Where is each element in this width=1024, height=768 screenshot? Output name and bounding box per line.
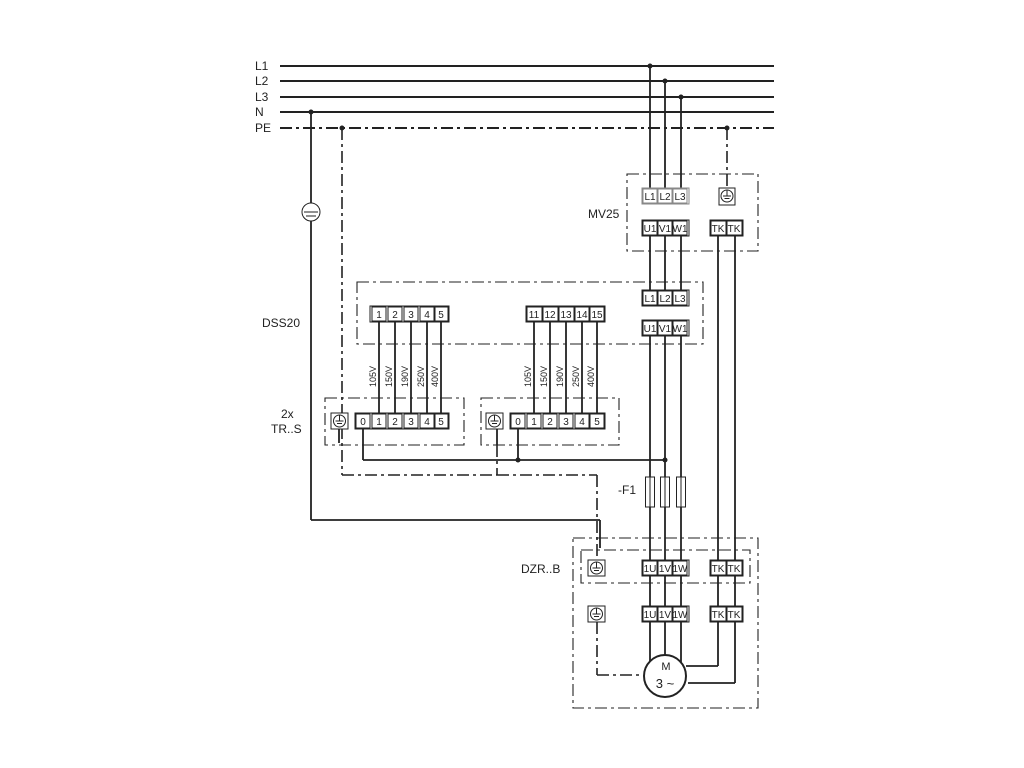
bus-label-l1: L1 bbox=[255, 59, 269, 73]
tr2-tap-3: 3 bbox=[563, 417, 569, 428]
dss20-terminal-3: 3 bbox=[408, 310, 414, 321]
voltage-label: 150V bbox=[539, 366, 549, 387]
motor-phase-label: 3 ~ bbox=[656, 676, 675, 691]
mv25-input-l2: L2 bbox=[659, 192, 671, 203]
tr1-tap-5: 5 bbox=[438, 417, 444, 428]
mv25-tk-1: TK bbox=[712, 224, 725, 235]
tr2-tap-2: 2 bbox=[547, 417, 553, 428]
bus-label-pe: PE bbox=[255, 121, 271, 135]
dss20-terminal-12: 12 bbox=[544, 310, 556, 321]
ground-icon bbox=[590, 607, 603, 621]
dss20-terminal-4: 4 bbox=[424, 310, 430, 321]
voltage-label: 105V bbox=[523, 366, 533, 387]
dss20-terminal-15: 15 bbox=[591, 310, 603, 321]
motor-icon: M 3 ~ bbox=[643, 654, 687, 698]
dzr-terminal-1w: 1W bbox=[673, 564, 689, 575]
dzr-motor-tk-2: TK bbox=[728, 610, 741, 621]
pe-wires bbox=[339, 125, 730, 560]
mv25-input-l1: L1 bbox=[644, 192, 656, 203]
tr1-tap-4: 4 bbox=[424, 417, 430, 428]
ground-icon bbox=[720, 189, 734, 203]
voltage-label: 150V bbox=[384, 366, 394, 387]
mv25-output-u1: U1 bbox=[644, 224, 657, 235]
transformer-label: TR..S bbox=[271, 422, 302, 436]
dzr-tk-1: TK bbox=[712, 564, 725, 575]
dzr-tk-2: TK bbox=[728, 564, 741, 575]
dzr-motor-terminal-1u: 1U bbox=[644, 610, 657, 621]
voltage-label: 105V bbox=[368, 366, 378, 387]
dss20-input-l2: L2 bbox=[659, 294, 671, 305]
mv25-unit: MV25 L1 L2 L3 U1 V1 W1 TK TK bbox=[588, 173, 759, 252]
mv25-output-v1: V1 bbox=[659, 224, 672, 235]
dss20-terminal-2: 2 bbox=[392, 310, 398, 321]
bus-lines: L1 L2 L3 N PE bbox=[255, 59, 774, 135]
dss20-input-l1: L1 bbox=[644, 294, 656, 305]
ground-icon bbox=[333, 414, 346, 428]
dzr-motor-tk-1: TK bbox=[712, 610, 725, 621]
tr2-tap-5: 5 bbox=[594, 417, 600, 428]
dzr-unit: DZR..B 1U 1V 1W TK TK 1 bbox=[521, 537, 759, 709]
bus-label-n: N bbox=[255, 105, 264, 119]
voltage-labels-group2: 105V 150V 190V 250V 400V bbox=[523, 366, 596, 387]
tr1-tap-0: 0 bbox=[360, 417, 366, 428]
fuses: -F1 bbox=[618, 476, 686, 508]
transformers: 2x TR..S 0 1 2 3 4 5 bbox=[271, 397, 668, 463]
tr1-tap-1: 1 bbox=[376, 417, 382, 428]
dzr-motor-terminal-1w: 1W bbox=[673, 610, 689, 621]
voltage-label: 190V bbox=[400, 366, 410, 387]
dss20-terminal-5: 5 bbox=[438, 310, 444, 321]
neutral-wire bbox=[301, 109, 601, 548]
voltage-label: 400V bbox=[430, 366, 440, 387]
tr2-tap-0: 0 bbox=[515, 417, 521, 428]
dss20-terminal-11: 11 bbox=[529, 310, 540, 321]
voltage-label: 250V bbox=[416, 366, 426, 387]
dss20-terminal-13: 13 bbox=[560, 310, 572, 321]
mv25-label: MV25 bbox=[588, 207, 620, 221]
dss20-unit: DSS20 L1 L2 L3 U1 V1 W1 1 2 3 4 5 bbox=[262, 281, 704, 345]
dzr-label: DZR..B bbox=[521, 562, 560, 576]
dss20-input-l3: L3 bbox=[674, 294, 686, 305]
ground-icon bbox=[488, 414, 501, 428]
dss20-terminal-14: 14 bbox=[576, 310, 588, 321]
tr2-tap-1: 1 bbox=[531, 417, 537, 428]
voltage-label: 190V bbox=[555, 366, 565, 387]
bus-label-l2: L2 bbox=[255, 74, 269, 88]
dss20-output-v1: V1 bbox=[659, 324, 672, 335]
dss20-output-w1: W1 bbox=[673, 324, 688, 335]
voltage-label: 250V bbox=[571, 366, 581, 387]
mv25-output-w1: W1 bbox=[673, 224, 688, 235]
mv25-input-l3: L3 bbox=[674, 192, 686, 203]
dzr-motor-terminal-1v: 1V bbox=[659, 610, 672, 621]
tr2-tap-4: 4 bbox=[579, 417, 585, 428]
tr1-tap-2: 2 bbox=[392, 417, 398, 428]
tr1-tap-3: 3 bbox=[408, 417, 414, 428]
dss20-terminal-1: 1 bbox=[376, 310, 382, 321]
dzr-terminal-1u: 1U bbox=[644, 564, 657, 575]
dss20-label: DSS20 bbox=[262, 316, 300, 330]
ground-icon bbox=[590, 561, 603, 575]
dss20-output-u1: U1 bbox=[644, 324, 657, 335]
voltage-label: 400V bbox=[586, 366, 596, 387]
motor-label: M bbox=[661, 661, 670, 673]
voltage-labels-group1: 105V 150V 190V 250V 400V bbox=[368, 366, 440, 387]
dzr-terminal-1v: 1V bbox=[659, 564, 672, 575]
mv25-tk-2: TK bbox=[728, 224, 741, 235]
phase-wires bbox=[647, 63, 736, 684]
transformer-count: 2x bbox=[281, 407, 294, 421]
bus-label-l3: L3 bbox=[255, 90, 269, 104]
fuse-label: -F1 bbox=[618, 483, 636, 497]
